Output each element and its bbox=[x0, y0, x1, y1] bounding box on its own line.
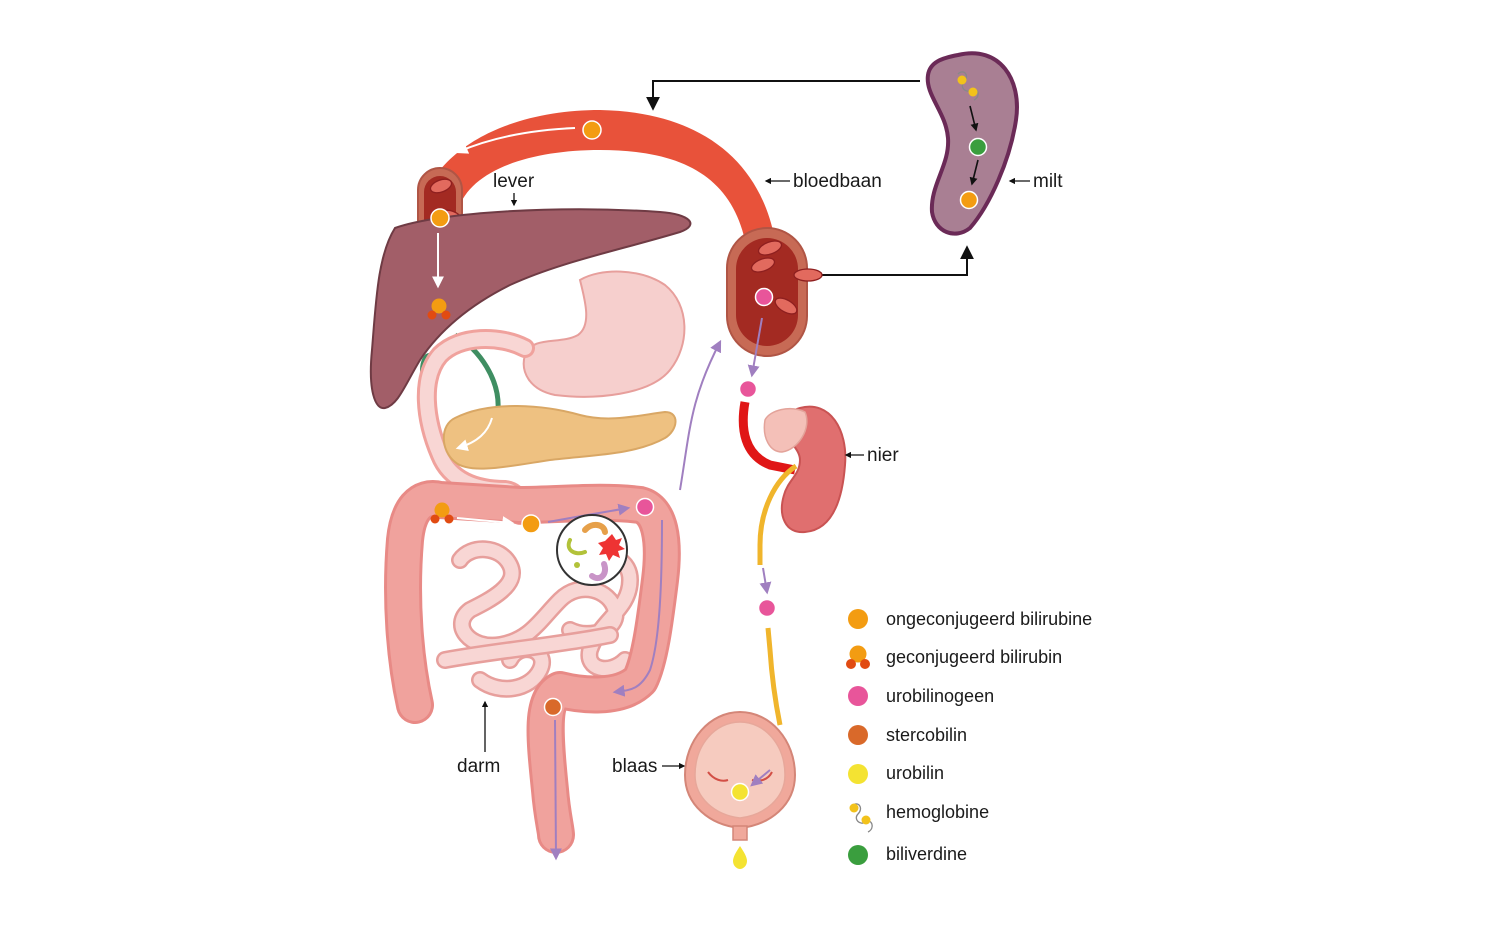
unconjugated-bilirubin-icon bbox=[848, 609, 868, 629]
ureter bbox=[757, 463, 798, 565]
intestine-label: darm bbox=[457, 756, 500, 777]
biliverdin-dot bbox=[968, 137, 988, 157]
kidney-label: nier bbox=[867, 445, 899, 466]
renal-artery bbox=[738, 401, 796, 475]
liver-bilirubin-dot bbox=[430, 208, 450, 228]
spleen-label: milt bbox=[1033, 171, 1063, 192]
legend-item-urobilin: urobilin bbox=[848, 763, 944, 784]
intestine-flow-arrow-4 bbox=[549, 719, 562, 861]
urine-drop bbox=[733, 846, 747, 869]
spleen-bilirubin-dot bbox=[959, 190, 979, 210]
legend-label: hemoglobine bbox=[886, 802, 989, 822]
bladder-label: blaas bbox=[612, 756, 657, 777]
legend-item-hemoglobin: hemoglobine bbox=[849, 802, 989, 833]
liver bbox=[369, 208, 692, 410]
renal-arrow-2 bbox=[759, 567, 772, 595]
legend-item-unconjugated: ongeconjugeerd bilirubine bbox=[848, 609, 1092, 629]
vessel-urobilinogen-dot bbox=[754, 287, 774, 307]
blood-to-spleen-arrow bbox=[822, 245, 974, 276]
legend-item-conjugated: geconjugeerd bilirubin bbox=[846, 645, 1062, 669]
bacteria-icon bbox=[556, 514, 628, 586]
renal-urobilinogen-dot-2 bbox=[757, 598, 777, 618]
intestine-bilirubin-dot bbox=[521, 514, 541, 534]
spleen-to-blood-arrow bbox=[646, 80, 920, 111]
bloodstream-label: bloedbaan bbox=[793, 171, 882, 192]
intestine-flow-arrow-1 bbox=[456, 516, 515, 529]
legend-label: stercobilin bbox=[886, 725, 967, 745]
blood-flow-arrow bbox=[455, 127, 576, 154]
hemoglobin-icon bbox=[849, 803, 873, 833]
stercobilin-icon bbox=[848, 725, 868, 745]
urobilin-icon bbox=[848, 764, 868, 784]
conjugated-bilirubin-icon bbox=[846, 645, 870, 669]
legend-label: biliverdine bbox=[886, 844, 967, 864]
intestine-urobilinogen-dot bbox=[635, 497, 655, 517]
urobilin-dot bbox=[730, 782, 750, 802]
liver-conjugated-bilirubin-icon bbox=[427, 298, 451, 320]
ureter-lower bbox=[765, 627, 783, 726]
legend: ongeconjugeerd bilirubine geconjugeerd b… bbox=[846, 609, 1092, 865]
stomach bbox=[522, 270, 686, 398]
renal-arrow-1 bbox=[747, 317, 763, 378]
legend-item-urobilinogen: urobilinogeen bbox=[848, 686, 994, 706]
stercobilin-dot bbox=[543, 697, 563, 717]
legend-label: urobilinogeen bbox=[886, 686, 994, 706]
bladder bbox=[683, 710, 797, 841]
legend-label: ongeconjugeerd bilirubine bbox=[886, 609, 1092, 629]
pancreas bbox=[442, 405, 677, 470]
spleen-arrow-1 bbox=[969, 105, 979, 132]
liver-label: lever bbox=[493, 171, 535, 192]
renal-urobilinogen-dot-1 bbox=[738, 379, 758, 399]
pancreas-flow-arrow bbox=[455, 417, 493, 451]
blood-bilirubin-dot bbox=[582, 120, 602, 140]
legend-item-stercobilin: stercobilin bbox=[848, 725, 967, 745]
intestine-flow-arrow-3 bbox=[612, 519, 663, 697]
spleen-arrow-2 bbox=[969, 159, 979, 186]
legend-item-biliverdin: biliverdine bbox=[848, 844, 967, 865]
legend-label: urobilin bbox=[886, 763, 944, 783]
kidney bbox=[763, 405, 847, 534]
intestine-conjugated-bilirubin-icon bbox=[430, 502, 454, 524]
bladder-arrow bbox=[750, 769, 771, 787]
legend-label: geconjugeerd bilirubin bbox=[886, 647, 1062, 667]
biliverdin-icon bbox=[848, 845, 868, 865]
urobilinogen-icon bbox=[848, 686, 868, 706]
hemoglobin-icon bbox=[957, 71, 979, 101]
reabsorption-arrow bbox=[679, 339, 722, 491]
